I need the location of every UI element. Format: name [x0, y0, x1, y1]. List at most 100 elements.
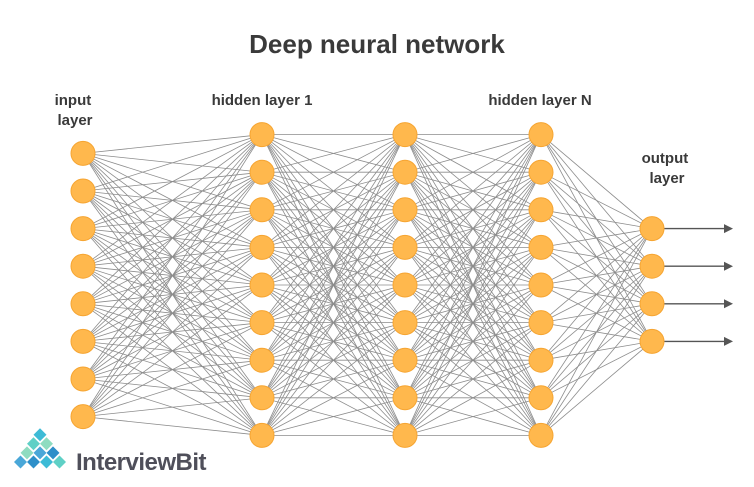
- hidden-layer-middle-node: [392, 422, 418, 448]
- connections: [82, 134, 653, 436]
- output-arrow-head-icon: [724, 336, 733, 346]
- connection-edge: [540, 228, 653, 286]
- layer-labels: input layer hidden layer 1 hidden layer …: [55, 92, 693, 187]
- connection-edge: [261, 284, 406, 436]
- output-arrow-head-icon: [724, 299, 733, 309]
- connection-edge: [82, 134, 263, 305]
- connection-edge: [540, 228, 653, 361]
- output-layer-label-line-1: output: [642, 150, 689, 167]
- connection-edge: [261, 134, 406, 211]
- input-layer-node: [70, 291, 96, 317]
- hidden-layer-n-node: [528, 159, 554, 185]
- connection-edge: [261, 134, 406, 398]
- output-layer-label-line-2: layer: [649, 170, 684, 187]
- connection-edge: [540, 228, 653, 248]
- input-layer-node: [70, 140, 96, 166]
- connection-edge: [404, 209, 542, 436]
- input-layer-node: [70, 178, 96, 204]
- connection-edge: [82, 134, 263, 192]
- logo-tile: [46, 446, 60, 460]
- logo-tile: [33, 446, 47, 460]
- logo-tile: [20, 446, 34, 460]
- hidden-layer-middle-node: [392, 159, 418, 185]
- connection-edge: [404, 134, 542, 211]
- hidden-layer-n-node: [528, 122, 554, 148]
- input-layer-label: input layer: [55, 92, 96, 129]
- hidden-layer-middle-node: [392, 310, 418, 336]
- interviewbit-logo-text: InterviewBit: [76, 449, 207, 476]
- connection-edge: [82, 134, 263, 417]
- connection-edge: [540, 228, 653, 436]
- connection-edge: [404, 172, 542, 436]
- connection-edge: [261, 134, 406, 286]
- connection-edge: [261, 134, 406, 323]
- output-arrow-head-icon: [724, 261, 733, 271]
- hidden-layer-1-node: [249, 272, 275, 298]
- output-layer-node: [639, 291, 665, 317]
- output-arrows: [664, 224, 733, 346]
- hidden-layer-n-node: [528, 234, 554, 260]
- logo-tile: [33, 428, 47, 442]
- hidden-layer-n-node: [528, 422, 554, 448]
- hidden-layer-middle-node: [392, 272, 418, 298]
- interviewbit-logo: InterviewBit: [14, 428, 207, 476]
- hidden-layer-n-node: [528, 197, 554, 223]
- input-layer-node: [70, 404, 96, 430]
- hidden-layer-1-node: [249, 159, 275, 185]
- logo-tile: [27, 437, 40, 451]
- hidden-layer-1-node: [249, 422, 275, 448]
- connection-edge: [261, 397, 406, 436]
- output-layer-node: [639, 328, 665, 354]
- connection-edge: [82, 134, 263, 380]
- input-layer-node: [70, 253, 96, 279]
- connection-edge: [540, 228, 653, 399]
- connection-edge: [82, 247, 263, 417]
- hidden-layer-middle-node: [392, 385, 418, 411]
- hidden-layer-1-node: [249, 197, 275, 223]
- connection-edge: [82, 171, 263, 417]
- connection-edge: [404, 284, 542, 436]
- hidden-layer-middle-node: [392, 197, 418, 223]
- input-layer-node: [70, 216, 96, 242]
- connection-edge: [540, 134, 653, 229]
- connection-edge: [261, 247, 406, 436]
- hidden-layer-n-label: hidden layer N: [488, 92, 591, 109]
- connection-edge: [540, 341, 653, 436]
- connection-edge: [82, 134, 263, 154]
- logo-tile: [53, 455, 66, 469]
- connection-edge: [404, 397, 542, 436]
- logo-tile: [14, 455, 27, 469]
- hidden-layer-n-node: [528, 272, 554, 298]
- hidden-layer-n-node: [528, 385, 554, 411]
- diagram-title: Deep neural network: [249, 29, 505, 59]
- connection-edge: [82, 134, 263, 229]
- hidden-layer-1-label: hidden layer 1: [212, 92, 313, 109]
- connection-edge: [540, 303, 653, 436]
- input-layer-node: [70, 366, 96, 392]
- output-layer-label: output layer: [642, 150, 693, 187]
- hidden-layer-1-node: [249, 385, 275, 411]
- connection-edge: [404, 322, 542, 436]
- connection-edge: [261, 359, 406, 436]
- connection-edge: [82, 209, 263, 417]
- connection-edge: [261, 322, 406, 436]
- connection-edge: [404, 134, 542, 286]
- connection-edge: [404, 134, 542, 173]
- output-layer-node: [639, 216, 665, 242]
- hidden-layer-middle-node: [392, 122, 418, 148]
- connection-edge: [82, 322, 263, 417]
- connection-edge: [82, 284, 263, 417]
- input-layer-node: [70, 328, 96, 354]
- connection-edge: [404, 247, 542, 436]
- hidden-layer-n-node: [528, 347, 554, 373]
- logo-tile: [40, 437, 53, 451]
- connection-edge: [404, 359, 542, 436]
- connection-edge: [261, 134, 406, 436]
- hidden-layer-1-node: [249, 122, 275, 148]
- connection-edge: [82, 134, 263, 342]
- hidden-layer-1-node: [249, 347, 275, 373]
- connection-edge: [404, 134, 542, 323]
- connection-edge: [540, 209, 653, 229]
- output-arrow-head-icon: [724, 224, 733, 234]
